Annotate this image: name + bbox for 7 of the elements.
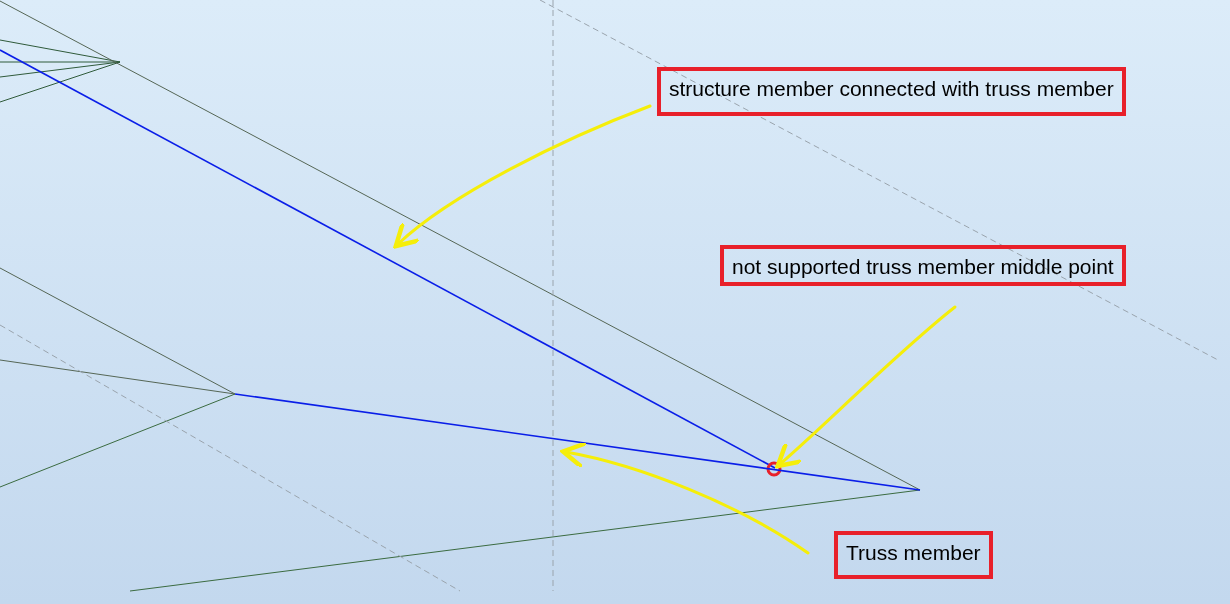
callout-label: Truss member <box>834 531 993 579</box>
leader-arrow <box>393 104 652 249</box>
callout-label: structure member connected with truss member <box>657 67 1126 116</box>
callout-label: not supported truss member middle point <box>720 245 1126 286</box>
leader-arrow <box>560 441 810 555</box>
leader-arrow <box>775 305 957 469</box>
truss-member-line <box>234 393 921 491</box>
